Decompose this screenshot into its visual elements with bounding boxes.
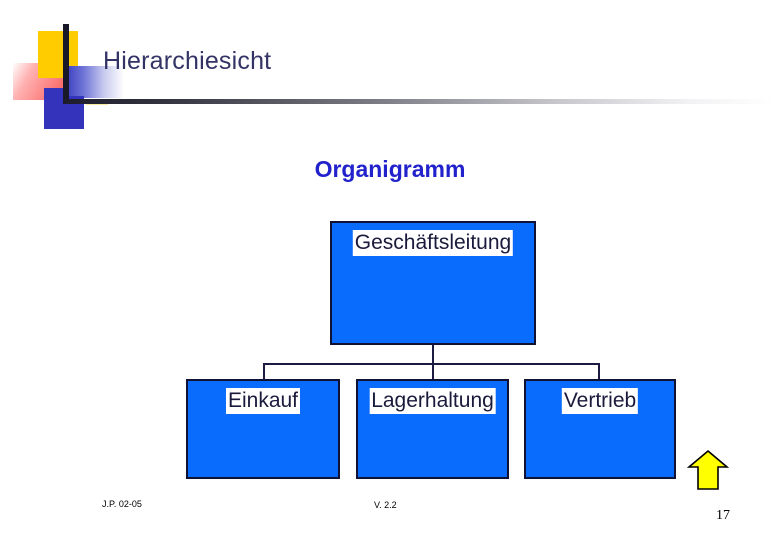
org-node-label: Vertrieb [561, 388, 639, 414]
page-title: Hierarchiesicht [103, 47, 272, 75]
connector-horizontal-bus [263, 363, 600, 365]
org-node-vertrieb[interactable]: Vertrieb [524, 379, 676, 479]
organigram-heading: Organigramm [314, 156, 466, 182]
arrow-up-icon[interactable] [686, 448, 730, 492]
connector-drop-lagerhaltung [432, 363, 434, 380]
footer-page-number: 17 [716, 508, 730, 523]
connector-root-vertical [432, 345, 434, 364]
org-node-einkauf[interactable]: Einkauf [186, 379, 340, 479]
org-node-label: Geschäftsleitung [352, 230, 514, 256]
org-node-label: Einkauf [225, 388, 301, 414]
decoration-blue-gradient-bar [66, 66, 124, 98]
decoration-black-vertical-bar [63, 24, 69, 103]
connector-drop-vertrieb [598, 363, 600, 380]
decoration-yellow-strip [70, 31, 78, 94]
footer-author: J.P. 02-05 [102, 499, 142, 509]
title-divider-rule [63, 99, 775, 104]
footer-version: V. 2.2 [374, 500, 397, 510]
header-decoration [0, 0, 300, 135]
org-node-lagerhaltung[interactable]: Lagerhaltung [356, 379, 509, 479]
org-node-geschaeftsleitung[interactable]: Geschäftsleitung [330, 221, 536, 345]
connector-drop-einkauf [263, 363, 265, 380]
org-node-label: Lagerhaltung [369, 388, 496, 414]
